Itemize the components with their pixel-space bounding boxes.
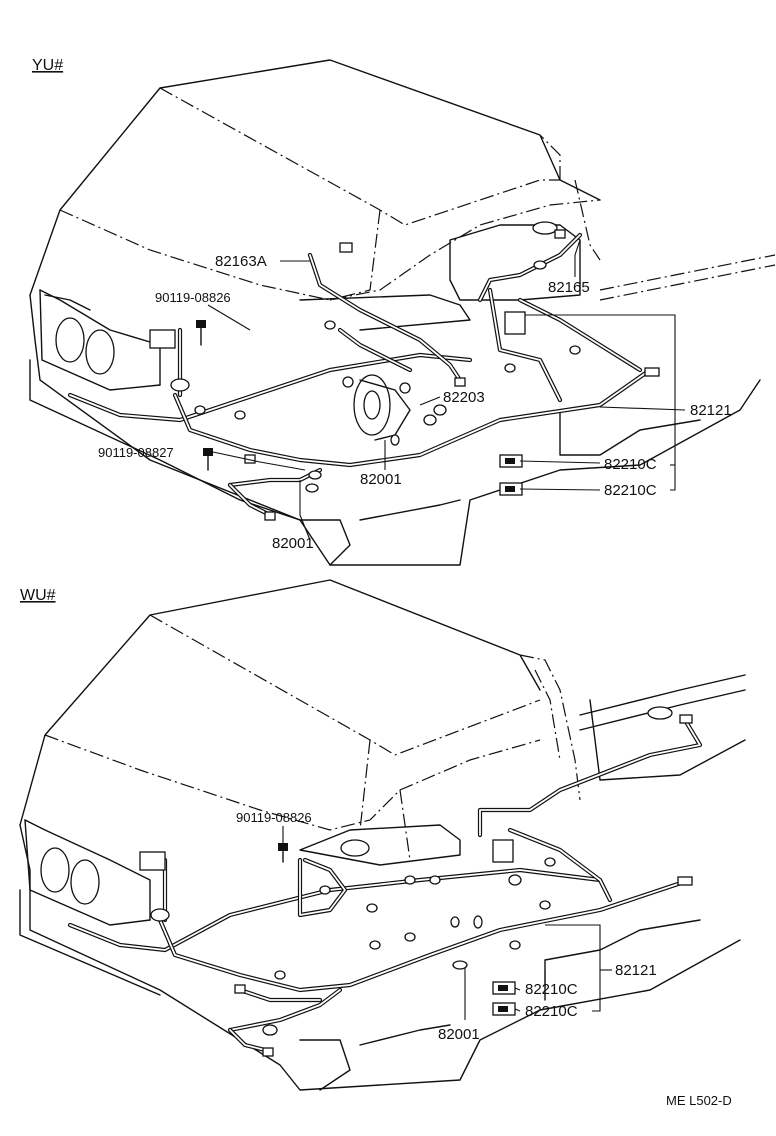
callout-82210c-top-2: 82210C	[604, 482, 657, 499]
callout-82163a: 82163A	[215, 253, 267, 270]
wu-leader-lines	[282, 826, 612, 1020]
callout-82210c-bottom-2: 82210C	[525, 1003, 578, 1020]
callout-90119-08826-top: 90119-08826	[155, 290, 231, 305]
wu-vehicle-view	[19, 579, 746, 1091]
callout-82210c-bottom-1: 82210C	[525, 981, 578, 998]
callout-82210c-top-1: 82210C	[604, 456, 657, 473]
callout-82001-bottom: 82001	[272, 535, 314, 552]
callout-82001-bottom-view: 82001	[438, 1026, 480, 1043]
callout-82121-top: 82121	[690, 402, 732, 419]
callout-82165: 82165	[548, 279, 590, 296]
callout-90119-08827: 90119-08827	[98, 445, 174, 460]
section-label-yu: YU#	[32, 57, 63, 74]
yu-vehicle-view	[29, 59, 776, 566]
callout-82203: 82203	[443, 389, 485, 406]
yu-leader-lines	[207, 239, 686, 541]
callout-82001-center: 82001	[360, 471, 402, 488]
callout-82121-bottom: 82121	[615, 962, 657, 979]
figure-code: ME L502-D	[666, 1093, 732, 1108]
section-label-wu: WU#	[20, 587, 56, 604]
callout-90119-08826-bottom: 90119-08826	[236, 810, 312, 825]
